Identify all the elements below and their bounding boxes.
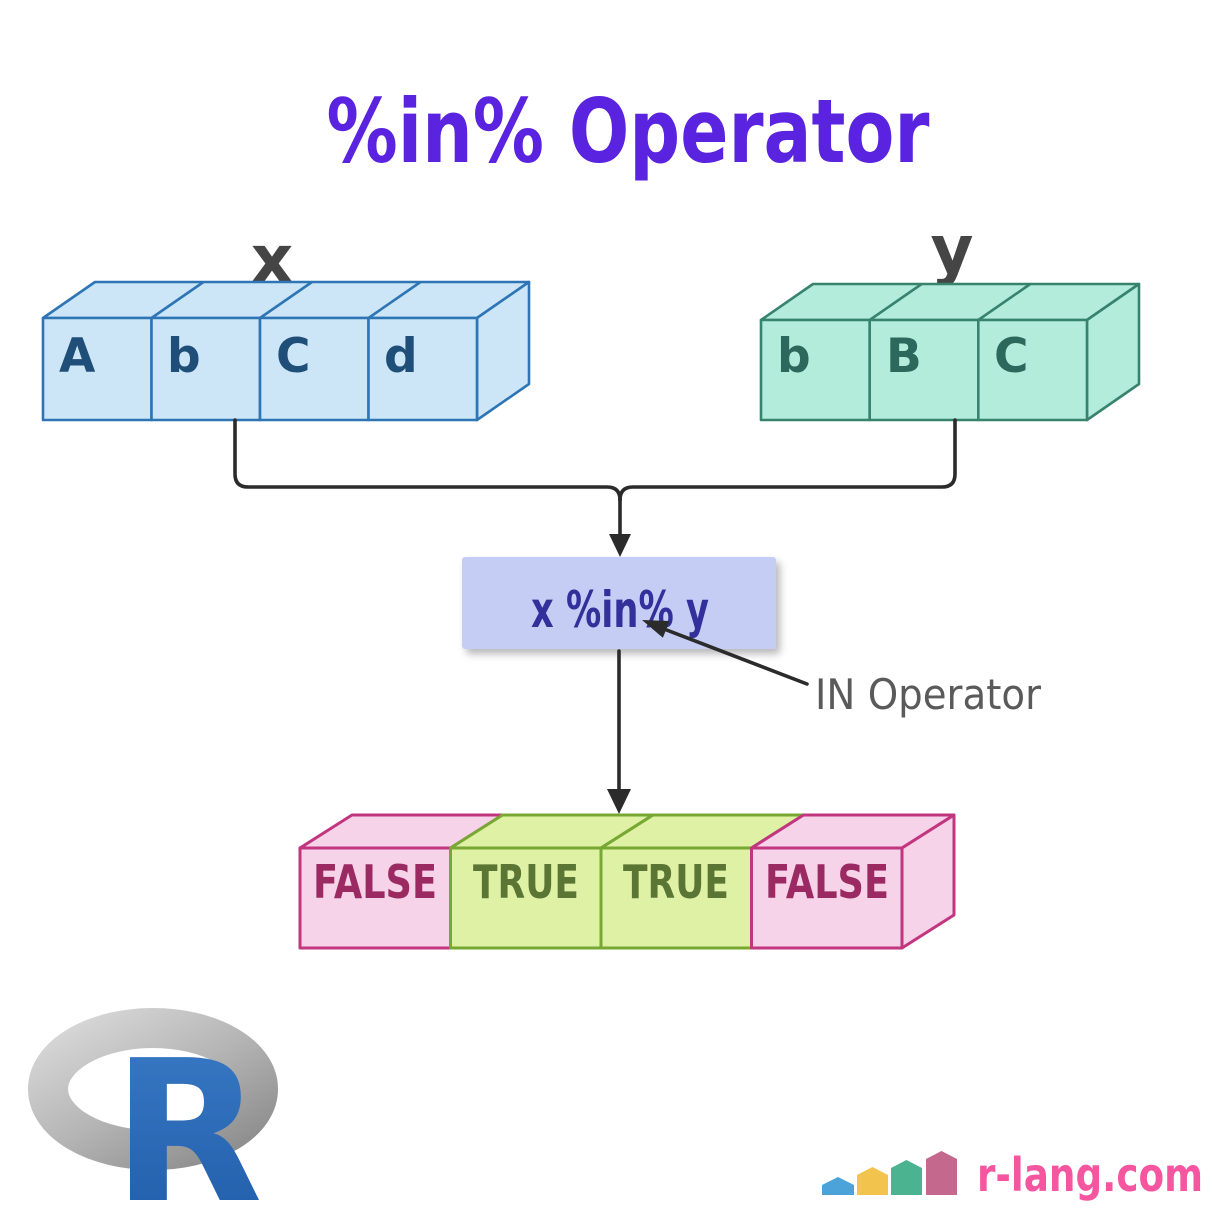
vector-y-top-face — [759, 282, 1141, 322]
result-vector: FALSE TRUE TRUE FALSE — [298, 813, 956, 950]
result-cell-value: TRUE — [473, 855, 579, 909]
site-name: r-lang.com — [977, 1148, 1203, 1202]
operator-box: x %in% y — [462, 557, 776, 649]
vector-y-name: y — [930, 211, 973, 288]
vector-y-top-divider — [977, 282, 1032, 322]
connector-from-x — [233, 418, 622, 502]
arrowhead-into-result — [607, 789, 631, 814]
annotation: IN Operator — [642, 620, 1042, 719]
vector-x-top-divider — [367, 280, 422, 320]
connector-from-y — [618, 418, 957, 502]
vector-y: y b B C — [759, 211, 1141, 422]
vector-y-cell-value: B — [886, 329, 922, 384]
result-cell-value: TRUE — [623, 855, 729, 909]
operator-expression: x %in% y — [531, 581, 709, 639]
annotation-label: IN Operator — [815, 670, 1042, 719]
result-cell — [599, 846, 753, 950]
result-cell-value: FALSE — [765, 855, 889, 909]
vector-x-cell — [150, 316, 262, 422]
vector-x-cell — [41, 316, 153, 422]
result-cell — [750, 846, 904, 950]
house-icon — [891, 1160, 922, 1195]
vector-x-cell-value: A — [59, 329, 96, 384]
vector-y-cell — [868, 318, 980, 422]
vector-x: x A b C d — [41, 221, 531, 422]
arrowhead-into-operator — [609, 534, 631, 557]
house-icon — [926, 1151, 957, 1195]
vector-x-top-divider — [259, 280, 313, 320]
vector-x-cell — [367, 316, 479, 422]
vector-y-cell-value: b — [777, 329, 811, 384]
result-cell — [449, 846, 603, 950]
r-logo: R — [28, 1008, 278, 1215]
operator-box-rect — [462, 557, 776, 649]
vector-x-top-divider — [150, 280, 205, 320]
vector-y-top-divider — [868, 282, 923, 322]
page-title: %in% Operator — [327, 80, 930, 183]
r-logo-letter: R — [112, 1019, 263, 1215]
r-logo-ring — [28, 1008, 278, 1170]
vector-y-cell-value: C — [994, 329, 1029, 384]
vector-x-cell-value: b — [167, 329, 201, 384]
vector-y-cell — [976, 318, 1089, 422]
vector-x-cell-value: C — [276, 329, 311, 384]
vector-x-cell — [258, 316, 370, 422]
annotation-arrow-line — [662, 627, 809, 686]
result-cell — [298, 846, 452, 950]
result-connector — [607, 649, 631, 814]
site-logo: r-lang.com — [822, 1148, 1203, 1202]
vector-x-cell-value: d — [384, 329, 418, 384]
merge-connector — [233, 418, 957, 557]
result-cell-value: FALSE — [313, 855, 437, 909]
annotation-arrowhead — [642, 620, 670, 638]
house-icon — [822, 1177, 854, 1195]
house-icon — [857, 1167, 888, 1195]
vector-y-cell — [759, 318, 871, 422]
